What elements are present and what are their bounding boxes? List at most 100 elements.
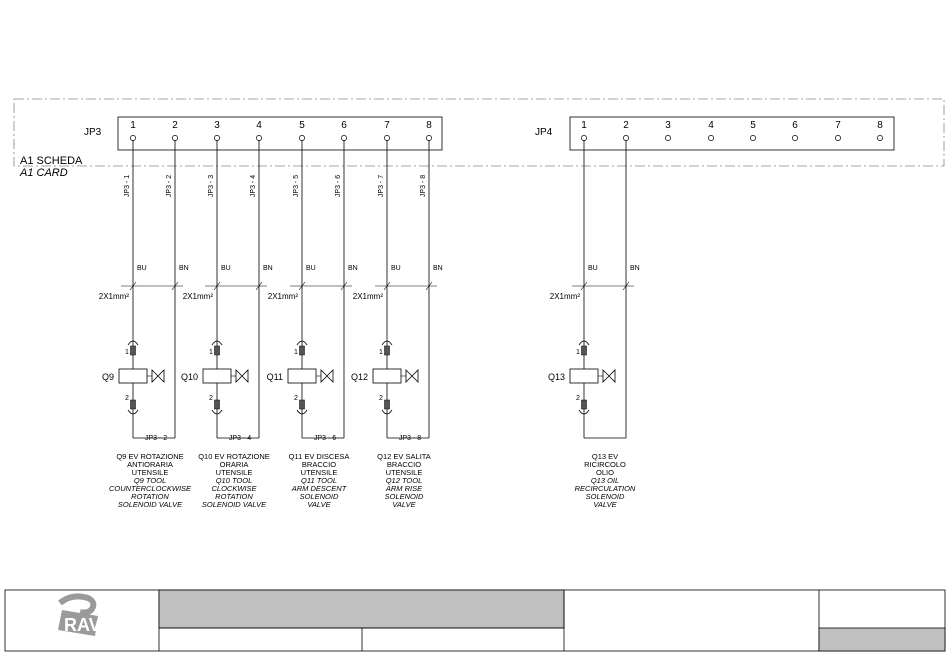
- q11-cable-tick: [340, 281, 348, 291]
- jp3-pin-number: 7: [384, 120, 390, 131]
- q12-cable-size: 2X1mm²: [353, 292, 384, 301]
- q11-wire-color-bu: BU: [306, 265, 316, 272]
- q13-terminal-block: [581, 399, 587, 410]
- q12-terminal-arc: [381, 409, 393, 415]
- q12-desc-en: SOLENOID: [385, 492, 424, 501]
- jp4-pin-number: 3: [665, 120, 671, 131]
- card-label-en: A1 CARD: [19, 167, 68, 179]
- q13-terminal-block: [581, 345, 587, 356]
- q9-desc-en: Q9 TOOL: [134, 476, 166, 485]
- q9-valve-symbol: [151, 369, 165, 383]
- q9-desc-it: Q9 EV ROTAZIONE: [116, 452, 183, 461]
- q11-desc-en: Q11 TOOL: [301, 476, 337, 485]
- q10-coil-term-1: 1: [209, 349, 213, 356]
- q9-coil-term-2: 2: [125, 395, 129, 402]
- jp3-pin-number: 5: [299, 120, 305, 131]
- q9-cable-tick: [171, 281, 179, 291]
- q10-desc-en: Q10 TOOL: [216, 476, 253, 485]
- rav-logo: RAV: [58, 593, 101, 636]
- q12-desc-it: BRACCIO: [387, 460, 421, 469]
- wire-label: JP3 - 4: [250, 175, 257, 197]
- q12-desc-it: Q12 EV SALITA: [377, 452, 431, 461]
- q13-cable-tick: [580, 281, 588, 291]
- q10-terminal-arc: [211, 409, 223, 415]
- q13-terminal-arc: [578, 340, 590, 346]
- jp3-pin-number: 3: [214, 120, 220, 131]
- q10-desc-it: ORARIA: [220, 460, 249, 469]
- jp3-connector-box: [117, 116, 443, 151]
- jp3-pin-contact: [384, 135, 390, 141]
- jp4-pin-number: 8: [877, 120, 883, 131]
- jp4-pin-contact: [792, 135, 798, 141]
- title-field-main: [158, 589, 565, 629]
- jp4-title: JP4: [535, 127, 553, 138]
- card-boundary: [13, 98, 945, 167]
- q9-cable-tick: [129, 281, 137, 291]
- jp4-pin-number: 4: [708, 120, 714, 131]
- q10-valve-symbol: [235, 369, 249, 383]
- q12-coil-term-2: 2: [379, 395, 383, 402]
- logo-text: RAV: [64, 615, 101, 635]
- q10-cable-size: 2X1mm²: [183, 292, 214, 301]
- q10-desc-en: ROTATION: [215, 492, 253, 501]
- wire-label: JP3 - 1: [124, 175, 131, 197]
- q9-cable-size: 2X1mm²: [99, 292, 130, 301]
- jp4-pin-number: 7: [835, 120, 841, 131]
- q12-desc-it: UTENSILE: [386, 468, 423, 477]
- jp4-pin-contact: [750, 135, 756, 141]
- jp4-pin-number: 2: [623, 120, 629, 131]
- q11-coil-term-2: 2: [294, 395, 298, 402]
- q13-coil-term-1: 1: [576, 349, 580, 356]
- q13-desc-en: SOLENOID: [586, 492, 625, 501]
- jp3-pin-contact: [256, 135, 262, 141]
- jp3-pin-contact: [130, 135, 136, 141]
- q13-desc-en: RECIRCULATION: [575, 484, 636, 493]
- q10-coil-term-2: 2: [209, 395, 213, 402]
- q10-terminal-block: [214, 345, 220, 356]
- q11-terminal-arc: [296, 340, 308, 346]
- q9-terminal-arc: [127, 340, 139, 346]
- jp3-pin-number: 2: [172, 120, 178, 131]
- q13-desc-it: RICIRCOLO: [584, 460, 626, 469]
- q13-coil: [569, 368, 599, 384]
- jp4-pin-contact: [665, 135, 671, 141]
- q13-desc-en: Q13 OIL: [591, 476, 619, 485]
- wire-label: JP3 - 5: [293, 175, 300, 197]
- q9-coil: [118, 368, 148, 384]
- q12-wire-color-bn: BN: [433, 265, 443, 272]
- q13-coil-term-2: 2: [576, 395, 580, 402]
- jp3-pin-contact: [299, 135, 305, 141]
- q9-id: Q9: [102, 372, 114, 382]
- q12-desc-en: ARM RISE: [385, 484, 423, 493]
- jp4-pin-contact: [835, 135, 841, 141]
- q9-terminal-arc: [127, 409, 139, 415]
- q13-terminal-arc: [578, 409, 590, 415]
- q12-desc-en: Q12 TOOL: [386, 476, 423, 485]
- q11-cable-tick: [298, 281, 306, 291]
- jp3-pin-contact: [341, 135, 347, 141]
- q9-terminal-block: [130, 399, 136, 410]
- q12-wire-color-bu: BU: [391, 265, 401, 272]
- q9-coil-term-1: 1: [125, 349, 129, 356]
- jp4-pin-contact: [581, 135, 587, 141]
- q9-desc-it: UTENSILE: [132, 468, 169, 477]
- wire-label: JP3 - 8: [420, 175, 427, 197]
- q11-desc-it: Q11 EV DISCESA: [289, 452, 350, 461]
- q13-wire-color-bn: BN: [630, 265, 640, 272]
- q13-desc-it: Q13 EV: [592, 452, 618, 461]
- q11-terminal-block: [299, 399, 305, 410]
- jp3-pin-number: 1: [130, 120, 136, 131]
- jp3-title: JP3: [84, 127, 102, 138]
- q10-coil: [202, 368, 232, 384]
- q10-cable-tick: [255, 281, 263, 291]
- q9-desc-en: ROTATION: [131, 492, 169, 501]
- q13-valve-symbol: [602, 369, 616, 383]
- q10-terminal-block: [214, 399, 220, 410]
- q11-desc-en: SOLENOID: [300, 492, 339, 501]
- q12-cable-tick: [425, 281, 433, 291]
- q13-id: Q13: [548, 372, 565, 382]
- q10-id: Q10: [181, 372, 198, 382]
- q11-cable-size: 2X1mm²: [268, 292, 299, 301]
- q10-return-label: JP3 - 4: [229, 435, 251, 442]
- q10-desc-it: Q10 EV ROTAZIONE: [198, 452, 270, 461]
